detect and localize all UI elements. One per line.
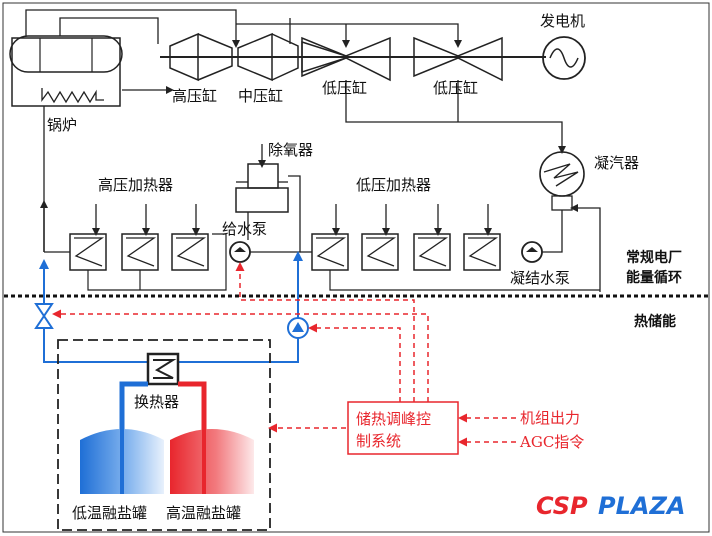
heat-exchanger-label: 换热器	[134, 393, 179, 411]
hp-cylinder-label: 高压缸	[172, 87, 217, 105]
reheat-return-line	[59, 17, 159, 44]
signal-to-storage-pump	[308, 323, 401, 402]
generator-sine-icon	[549, 48, 579, 68]
condenser-label: 凝汽器	[594, 154, 639, 172]
agc-command-label: AGC指令	[519, 433, 584, 451]
lp-heater-4	[463, 233, 501, 271]
lp-drain-line	[329, 270, 600, 291]
feedwater-pump	[229, 241, 251, 263]
hp-heaters-label: 高压加热器	[98, 176, 173, 194]
main-steam-line	[25, 9, 240, 48]
boiler	[9, 35, 123, 107]
condenser	[539, 151, 585, 211]
lp-cylinder-1-label: 低压缸	[322, 79, 367, 97]
cycle-label-line1: 常规电厂	[626, 249, 682, 266]
signal-to-valve	[52, 309, 429, 402]
thermal-storage-label: 热储能	[634, 313, 676, 330]
hot-salt-tank	[170, 429, 254, 494]
storage-region	[57, 339, 271, 531]
condensate-pump-label: 凝结水泵	[510, 269, 570, 287]
lp-heater-1	[311, 233, 349, 271]
control-system-label-1: 储热调峰控	[356, 410, 431, 428]
feedwater-pump-label: 给水泵	[222, 220, 267, 238]
cold-tank-label: 低温融盐罐	[72, 504, 147, 522]
hot-tank-label: 高温融盐罐	[166, 504, 241, 522]
deaerator	[235, 163, 289, 213]
condenser-return-line	[570, 204, 601, 292]
crossover-pipe	[236, 23, 462, 48]
lp-heaters-label: 低压加热器	[356, 176, 431, 194]
lp-turbine-2	[413, 36, 503, 82]
boiler-label: 锅炉	[47, 116, 77, 134]
cold-salt-line	[119, 381, 148, 430]
exchanger-to-pump	[176, 338, 299, 363]
logo-csp: CSP	[536, 492, 588, 520]
valve-to-exchanger	[43, 328, 150, 363]
cycle-label-line2: 能量循环	[626, 269, 682, 286]
unit-output-label: 机组出力	[520, 409, 580, 427]
hot-salt-line	[178, 381, 207, 430]
storage-pump	[287, 317, 309, 339]
lp-heater-2	[361, 233, 399, 271]
hp-drain-line	[87, 233, 227, 291]
csp-plaza-logo: CSP PLAZA	[536, 492, 685, 520]
control-valve	[34, 303, 54, 329]
condensate-pump	[521, 241, 543, 263]
heat-exchanger	[146, 352, 180, 386]
logo-plaza: PLAZA	[598, 492, 685, 520]
deaerator-to-pump	[250, 175, 301, 253]
generator-label: 发电机	[540, 12, 585, 30]
control-system-label-2: 制系统	[356, 432, 401, 450]
hp-heater-3	[171, 233, 209, 271]
signal-to-feedwater-pump	[235, 262, 415, 402]
condenser-to-pump	[542, 210, 563, 253]
lp-exhaust-line	[345, 80, 566, 154]
lp-heater-3	[413, 233, 451, 271]
hp-heater-1	[69, 233, 107, 271]
lp-turbine-1	[301, 36, 391, 82]
generator	[542, 36, 586, 80]
hp-heater-2	[121, 233, 159, 271]
ip-cylinder-label: 中压缸	[238, 87, 283, 105]
boiler-coil	[41, 88, 104, 104]
control-system-box	[347, 401, 459, 455]
lp-cylinder-2-label: 低压缸	[433, 79, 478, 97]
deaerator-label: 除氧器	[268, 141, 313, 159]
